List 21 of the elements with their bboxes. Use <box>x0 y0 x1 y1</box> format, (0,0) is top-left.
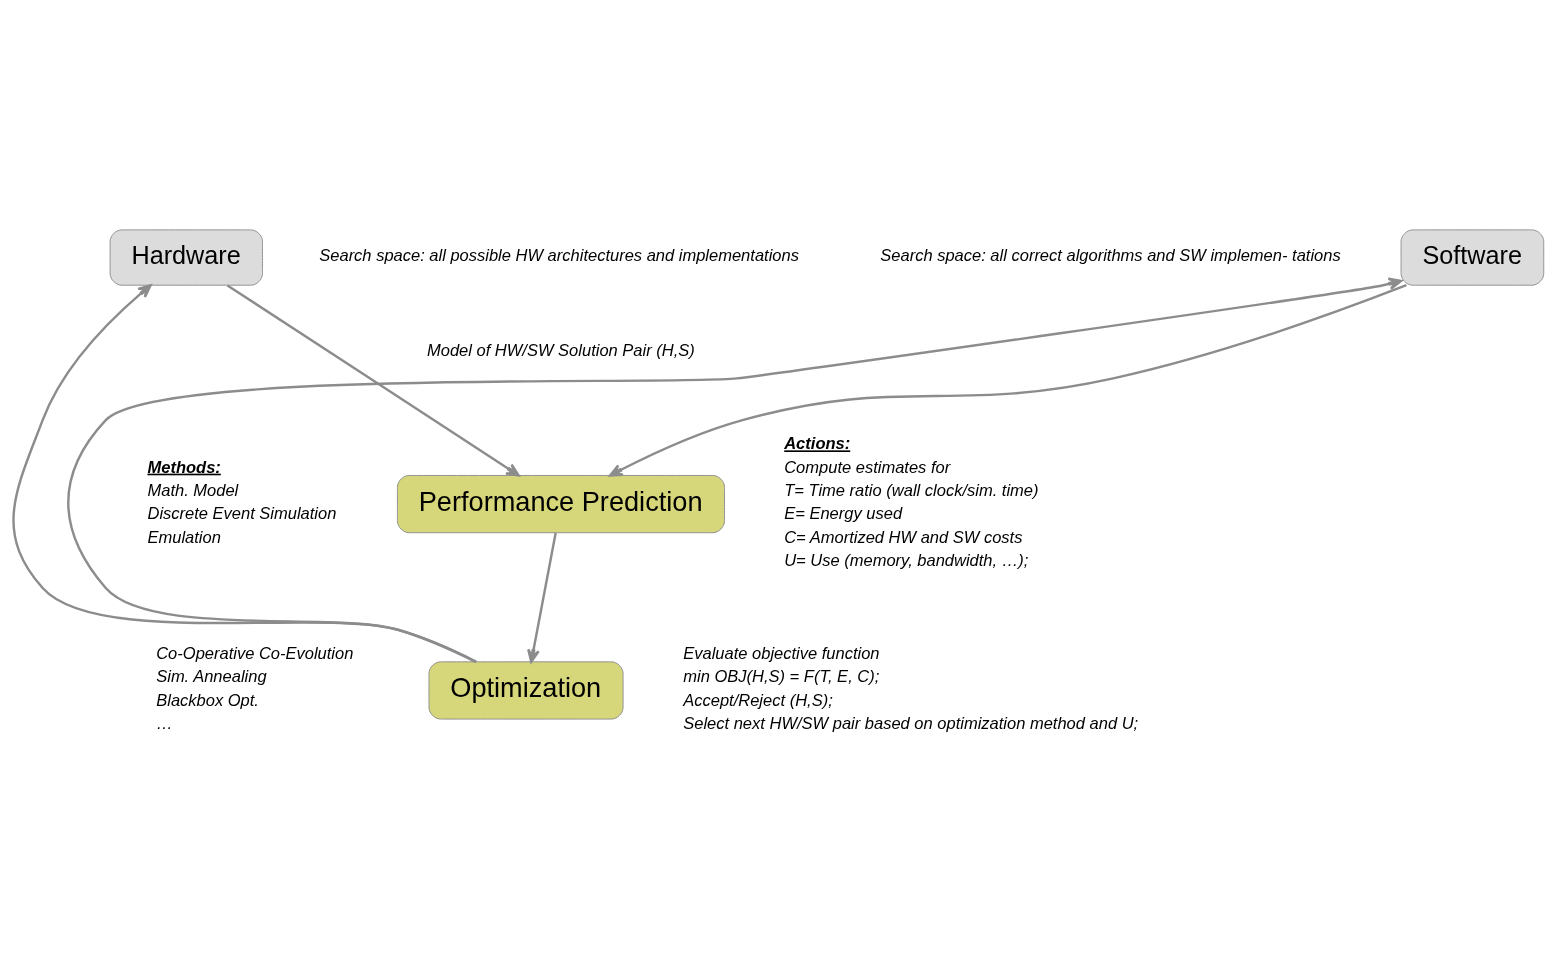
label: Math. Model <box>147 480 239 499</box>
label: T= Time ratio (wall clock/sim. time) <box>784 480 1039 499</box>
label: U= Use (memory, bandwidth, …); <box>784 550 1029 569</box>
node-label: Search space: all possible HW architectures and implementations <box>319 245 799 264</box>
label: min OBJ(H,S) = F(T, E, C); <box>683 666 880 685</box>
label: … <box>156 713 173 732</box>
label: Blackbox Opt. <box>156 690 259 709</box>
label: Co-Operative Co-Evolution <box>156 643 354 662</box>
label: C= Amortized HW and SW costs <box>784 527 1023 546</box>
label: Actions: <box>784 433 851 452</box>
label: Compute estimates for <box>784 457 951 476</box>
label: Accept/Reject (H,S); <box>683 690 833 709</box>
label: Select next HW/SW pair based on optimization method and U; <box>683 713 1139 732</box>
label: Methods: <box>147 457 221 476</box>
node-label: Search space: all correct algorithms and SW implemen- tations <box>880 245 1341 264</box>
label: Evaluate objective function <box>683 643 880 662</box>
label: Sim. Annealing <box>156 666 267 685</box>
label: Emulation <box>147 527 221 546</box>
label: Discrete Event Simulation <box>147 503 337 522</box>
label: Model of HW/SW Solution Pair (H,S) <box>427 340 695 359</box>
label: E= Energy used <box>784 503 903 522</box>
